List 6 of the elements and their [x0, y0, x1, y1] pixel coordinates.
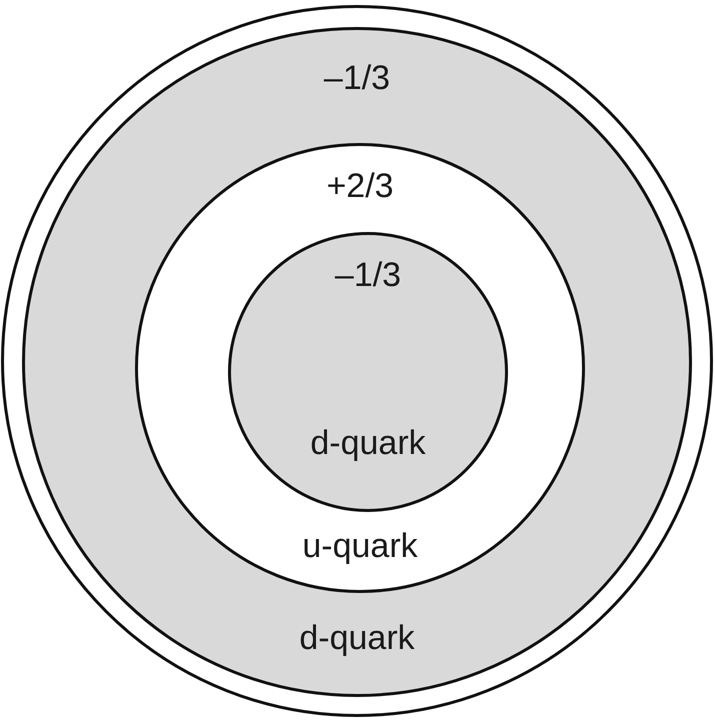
quark-label: d-quark [310, 423, 426, 463]
charge-label: –1/3 [334, 255, 402, 295]
charge-label: –1/3 [324, 58, 390, 98]
charge-label: +2/3 [326, 166, 394, 206]
quark-label: d-quark [299, 618, 415, 658]
quark-label: u-quark [302, 526, 418, 566]
